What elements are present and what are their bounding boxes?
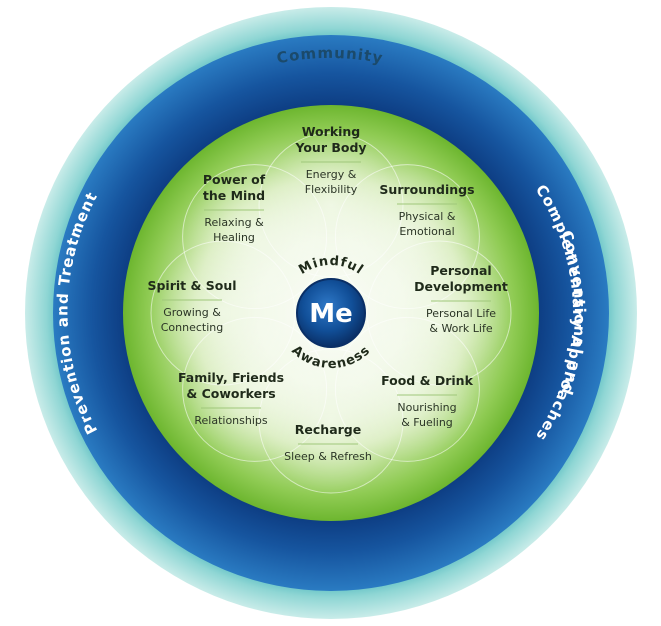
segment-subtitle: Healing [213,231,255,244]
petal-7 [182,164,328,310]
segment-subtitle: & Work Life [429,322,492,335]
segment-title: Spirit & Soul [147,278,236,293]
segment-title: Development [414,279,508,294]
community-label: Community [275,44,385,67]
segment-title: Family, Friends [178,370,284,385]
segment-subtitle: Relaxing & [204,216,264,229]
segment-subtitle: Personal Life [426,307,496,320]
segment-subtitle: Growing & [163,306,221,319]
segment-title: & Coworkers [186,386,275,401]
center-me-circle [296,278,366,348]
segment-subtitle: Physical & [399,210,456,223]
segment-title: the Mind [203,188,265,203]
segment-subtitle: & Fueling [401,416,453,429]
segment-title: Food & Drink [381,373,473,388]
segment-subtitle: Connecting [161,321,224,334]
petal-shapes [150,132,512,494]
segment-title: Your Body [294,140,366,155]
segment-subtitle: Emotional [399,225,454,238]
center-me-label: Me [309,299,353,329]
segment-subtitle: Nourishing [397,401,456,414]
segment-subtitle: Relationships [194,414,268,427]
segment-title: Working [302,124,361,139]
segment-title: Recharge [295,422,361,437]
segment-subtitle: Energy & [306,168,357,181]
segment-subtitle: Sleep & Refresh [284,450,372,463]
segment-title: Personal [430,263,491,278]
segment-title: Surroundings [379,182,474,197]
segment-title: Power of [203,172,266,187]
segment-subtitle: Flexibility [305,183,358,196]
